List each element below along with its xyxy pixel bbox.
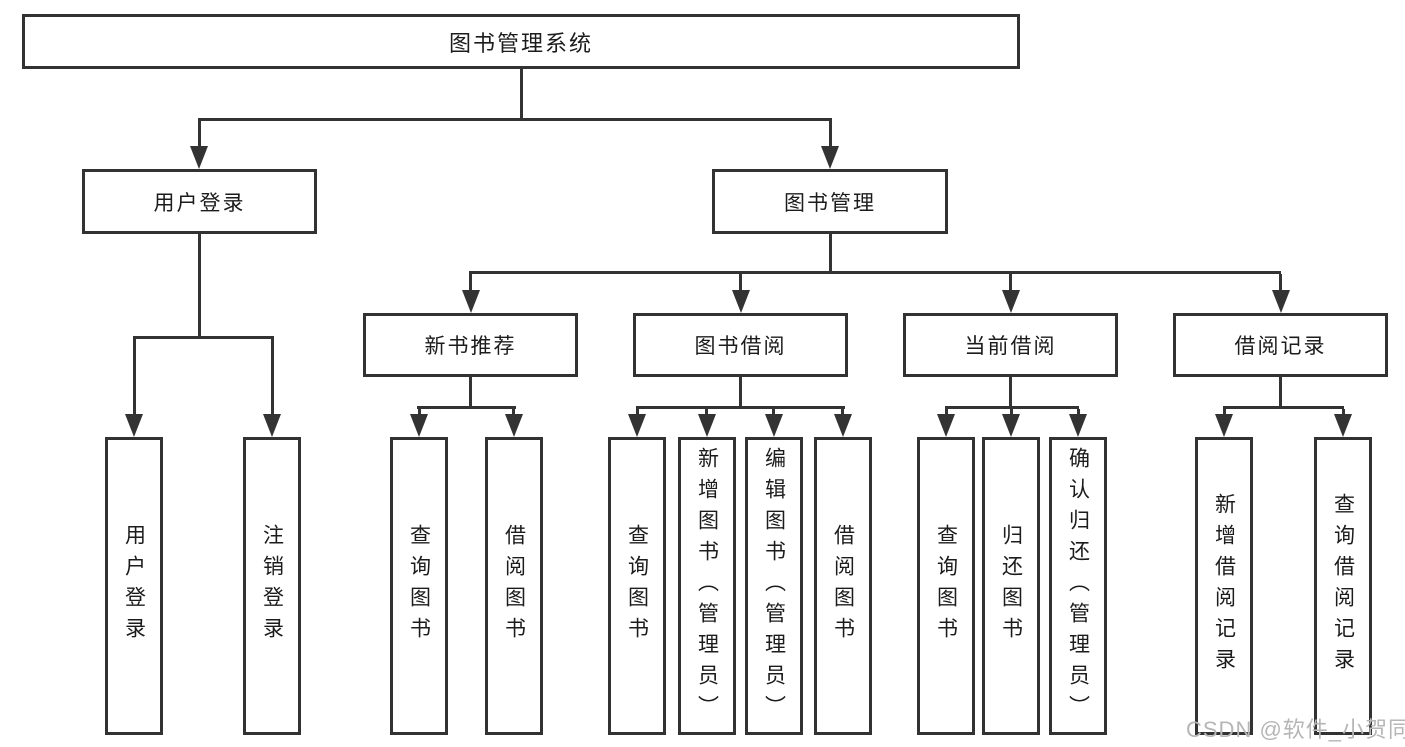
node-root-library-system: 图书管理系统 — [22, 14, 1020, 69]
node-borrow-records: 借阅记录 — [1173, 313, 1388, 377]
node-current-borrow: 当前借阅 — [903, 313, 1118, 377]
node-book-borrow: 图书借阅 — [633, 313, 848, 377]
connector-line — [945, 409, 948, 415]
connector-line — [1279, 274, 1282, 291]
connector-line — [133, 339, 136, 415]
connector-line — [1009, 274, 1012, 291]
connector-line — [469, 377, 472, 406]
connector-line — [739, 274, 742, 291]
arrow-down-icon — [410, 414, 428, 437]
leaf-query-books-3: 查询图书 — [917, 437, 975, 735]
leaf-add-borrow-record: 新增借阅记录 — [1195, 437, 1253, 735]
arrow-down-icon — [1215, 414, 1233, 437]
connector-line — [1342, 409, 1345, 415]
connector-line — [418, 409, 421, 415]
connector-line — [829, 234, 832, 271]
connector-line — [198, 118, 832, 121]
connector-line — [739, 377, 742, 406]
connector-line — [469, 274, 472, 291]
connector-line — [772, 409, 775, 415]
arrow-down-icon — [505, 414, 523, 437]
leaf-query-borrow-record: 查询借阅记录 — [1314, 437, 1372, 735]
arrow-down-icon — [937, 414, 955, 437]
leaf-add-books-admin: 新增图书（管理员） — [678, 437, 736, 735]
connector-line — [945, 406, 1079, 409]
arrow-down-icon — [834, 414, 852, 437]
leaf-query-books-1: 查询图书 — [390, 437, 448, 735]
arrow-down-icon — [263, 414, 281, 437]
leaf-edit-books-admin: 编辑图书（管理员） — [745, 437, 803, 735]
connector-line — [705, 409, 708, 415]
connector-line — [469, 271, 1281, 274]
leaf-logout: 注销登录 — [243, 437, 301, 735]
connector-line — [636, 409, 639, 415]
connector-line — [1010, 409, 1013, 415]
leaf-borrow-books-2: 借阅图书 — [814, 437, 872, 735]
connector-line — [271, 339, 274, 415]
arrow-down-icon — [1272, 290, 1290, 313]
connector-line — [1223, 406, 1344, 409]
leaf-borrow-books-1: 借阅图书 — [485, 437, 543, 735]
connector-line — [133, 336, 274, 339]
arrow-down-icon — [462, 290, 480, 313]
arrow-down-icon — [125, 414, 143, 437]
arrow-down-icon — [1002, 290, 1020, 313]
leaf-user-login: 用户登录 — [105, 437, 163, 735]
csdn-watermark: CSDN @软件_小贺同学 — [1186, 717, 1405, 742]
arrow-down-icon — [698, 414, 716, 437]
leaf-query-books-2: 查询图书 — [608, 437, 666, 735]
connector-line — [417, 406, 516, 409]
connector-line — [198, 121, 201, 147]
connector-line — [1279, 377, 1282, 406]
node-user-login: 用户登录 — [82, 169, 317, 234]
connector-line — [829, 121, 832, 147]
arrow-down-icon — [765, 414, 783, 437]
node-book-management: 图书管理 — [712, 169, 948, 234]
connector-line — [198, 234, 201, 336]
connector-line — [636, 406, 845, 409]
arrow-down-icon — [190, 146, 208, 169]
connector-line — [512, 409, 515, 415]
connector-line — [841, 409, 844, 415]
arrow-down-icon — [1334, 414, 1352, 437]
arrow-down-icon — [732, 290, 750, 313]
leaf-return-books: 归还图书 — [982, 437, 1040, 735]
connector-line — [1009, 377, 1012, 406]
node-new-book-recommend: 新书推荐 — [363, 313, 578, 377]
arrow-down-icon — [1069, 414, 1087, 437]
arrow-down-icon — [628, 414, 646, 437]
connector-line — [1077, 409, 1080, 415]
arrow-down-icon — [1002, 414, 1020, 437]
leaf-confirm-return-admin: 确认归还（管理员） — [1049, 437, 1107, 735]
connector-line — [520, 69, 523, 118]
arrow-down-icon — [821, 146, 839, 169]
connector-line — [1223, 409, 1226, 415]
